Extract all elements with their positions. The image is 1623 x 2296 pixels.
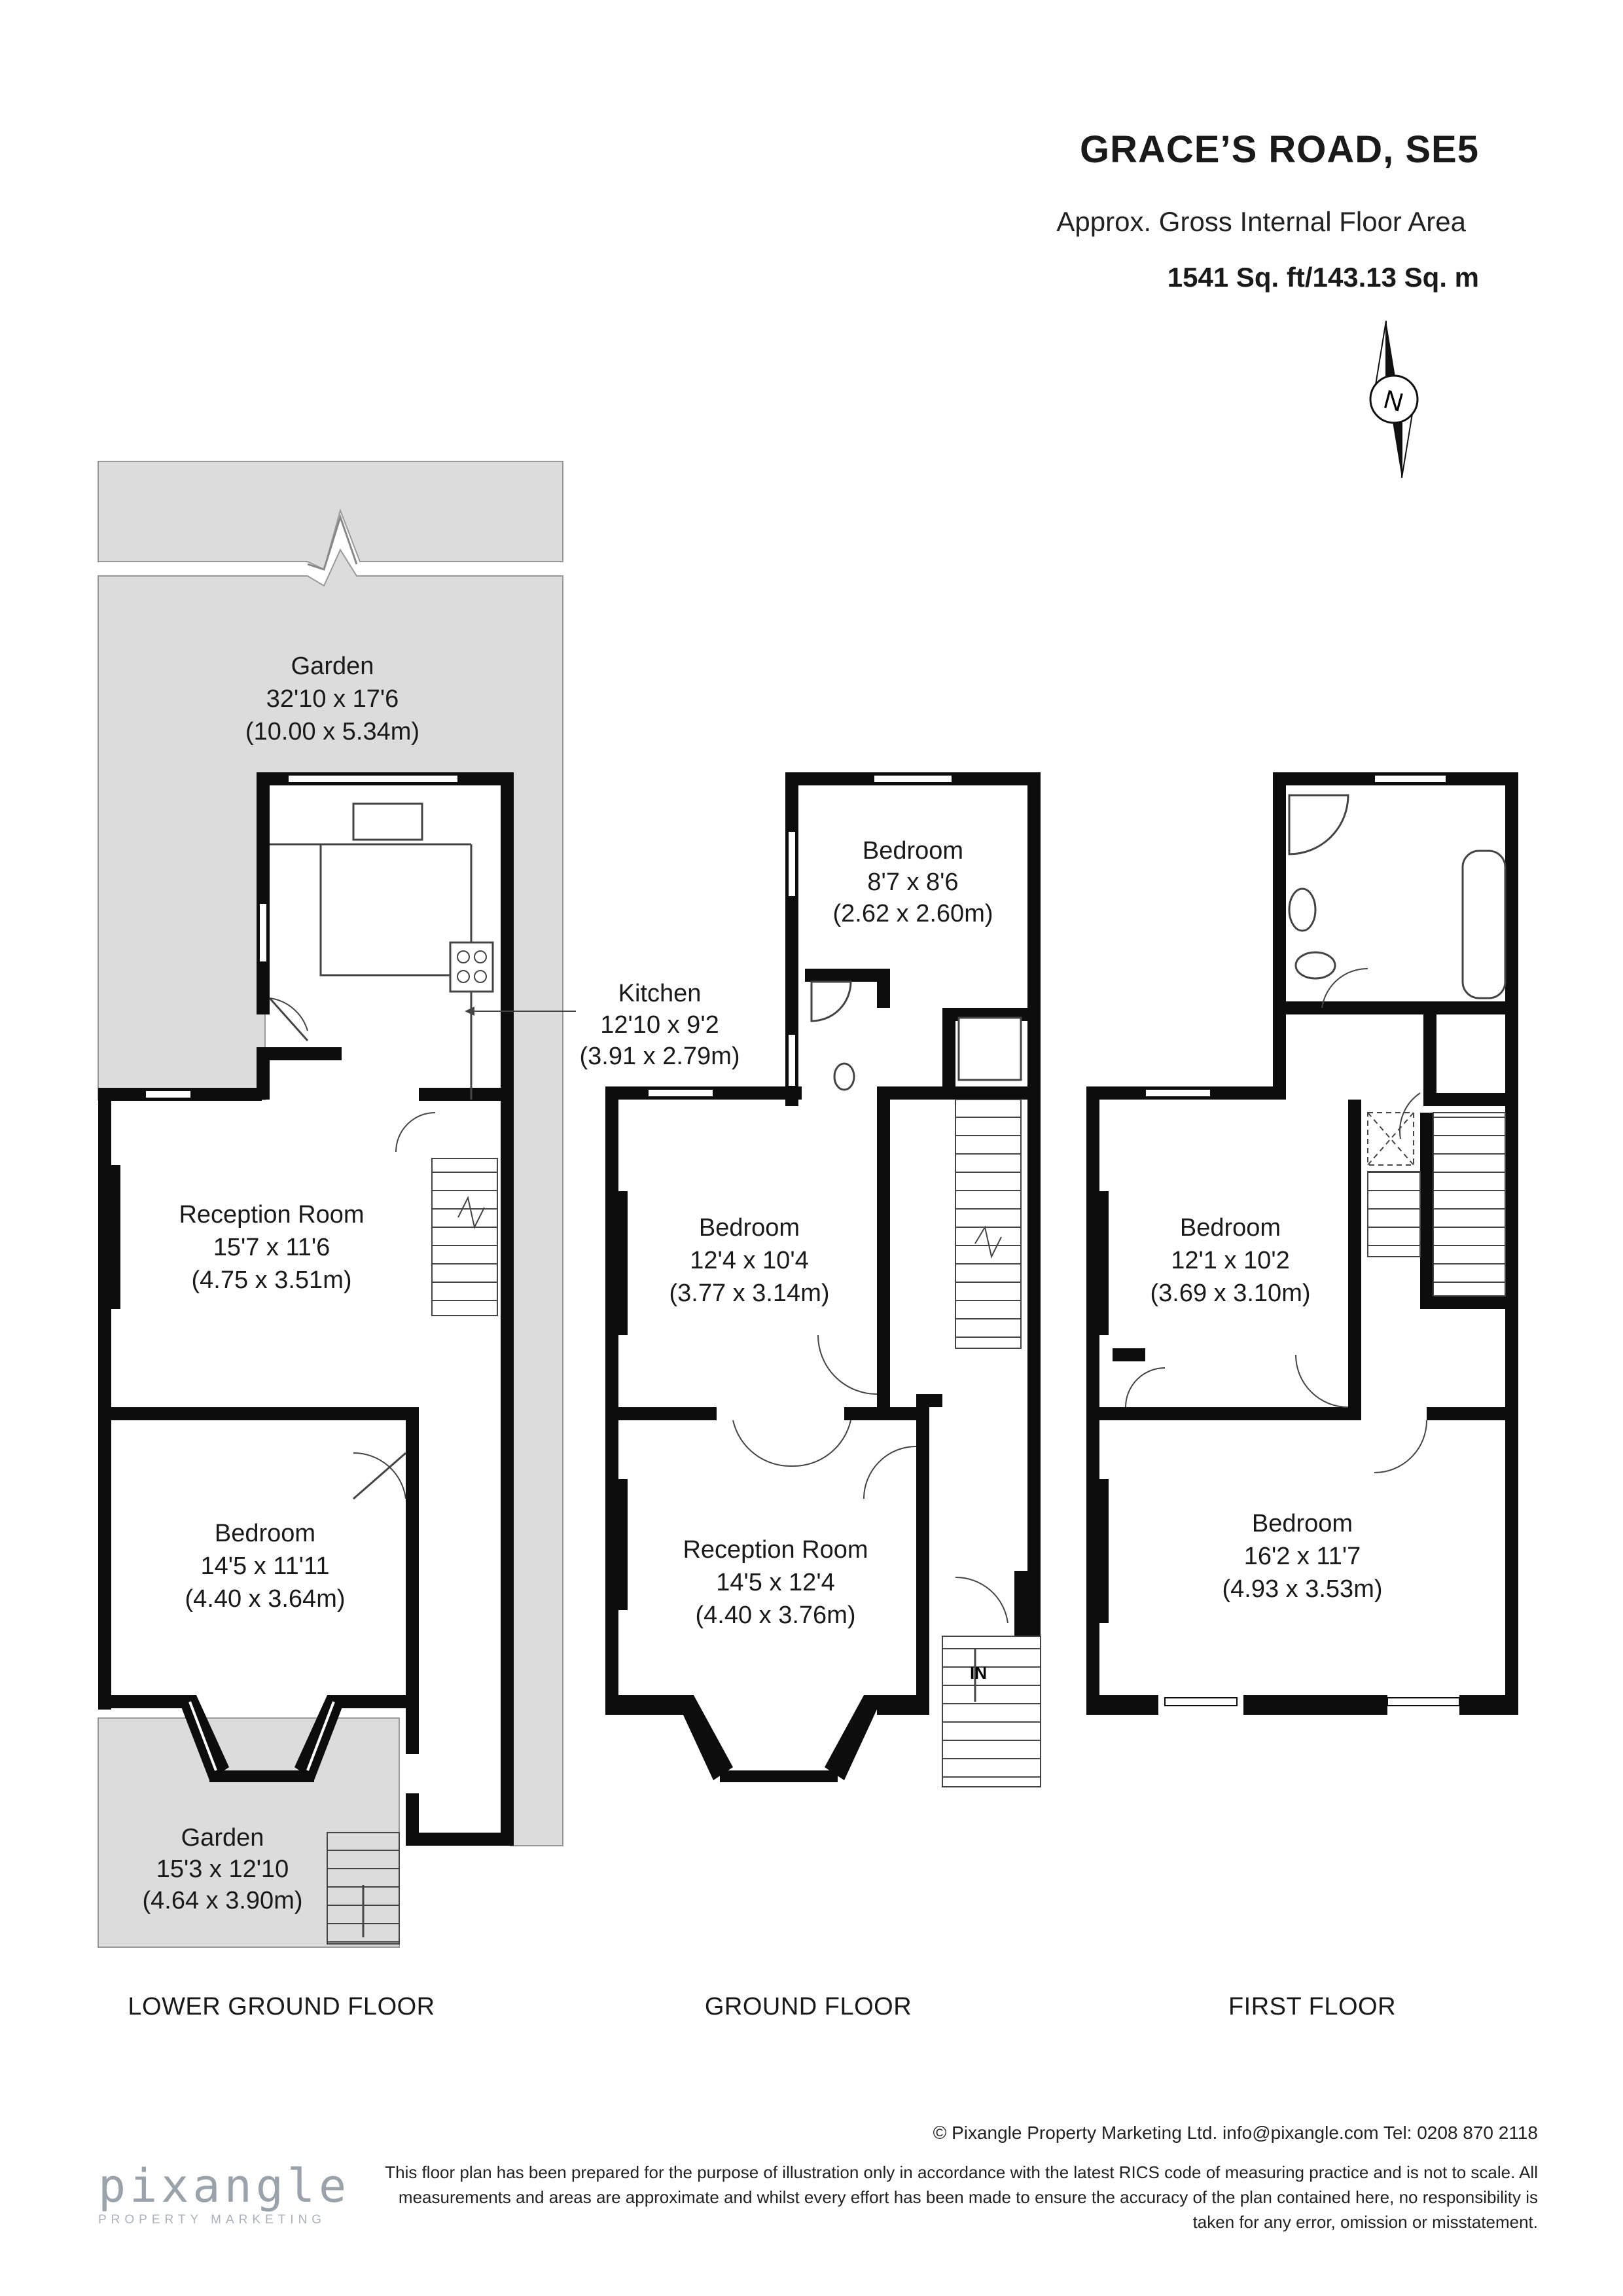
g-reception-metric: (4.40 x 3.76m) bbox=[696, 1602, 856, 1629]
lower-ground-floor-plan bbox=[98, 461, 576, 1948]
floor-area-value: 1541 Sq. ft/143.13 Sq. m bbox=[1167, 262, 1479, 293]
ground-floor-plan: IN bbox=[605, 772, 1041, 1787]
floor-area-caption: Approx. Gross Internal Floor Area bbox=[1056, 206, 1466, 237]
lg-garden-rear-imperial: 32'10 x 17'6 bbox=[266, 685, 399, 713]
lg-reception-metric: (4.75 x 3.51m) bbox=[192, 1266, 352, 1294]
f-bedroom-rear-name: Bedroom bbox=[1180, 1214, 1281, 1242]
entrance-marker: IN bbox=[970, 1663, 987, 1683]
g-bedroom-rear-name: Bedroom bbox=[863, 837, 963, 865]
g-bedroom-mid-metric: (3.77 x 3.14m) bbox=[669, 1280, 830, 1307]
lg-bedroom-imperial: 14'5 x 11'11 bbox=[201, 1552, 330, 1580]
lg-garden-front-name: Garden bbox=[181, 1824, 264, 1852]
lg-reception-imperial: 15'7 x 11'6 bbox=[213, 1234, 330, 1261]
property-title: GRACE’S ROAD, SE5 bbox=[1080, 128, 1479, 171]
lg-garden-rear-name: Garden bbox=[291, 653, 374, 680]
lg-garden-rear-metric: (10.00 x 5.34m) bbox=[245, 718, 419, 745]
ground-floor-label: GROUND FLOOR bbox=[704, 1993, 912, 2020]
f-bedroom-rear-imperial: 12'1 x 10'2 bbox=[1171, 1247, 1289, 1274]
g-bedroom-mid-imperial: 12'4 x 10'4 bbox=[690, 1247, 808, 1274]
lg-reception-name: Reception Room bbox=[179, 1201, 364, 1229]
f-bedroom-front-imperial: 16'2 x 11'7 bbox=[1244, 1543, 1361, 1570]
disclaimer-text: This floor plan has been prepared for th… bbox=[385, 2162, 1538, 2232]
rear-garden-area bbox=[98, 461, 563, 571]
f-bedroom-rear-metric: (3.69 x 3.10m) bbox=[1150, 1280, 1311, 1307]
g-bedroom-rear-metric: (2.62 x 2.60m) bbox=[833, 900, 993, 927]
logo-wordmark: pixangle bbox=[98, 2159, 351, 2213]
north-compass-icon: N bbox=[1369, 320, 1419, 478]
copyright-notice: © Pixangle Property Marketing Ltd. info@… bbox=[933, 2123, 1538, 2143]
lower-ground-floor-label: LOWER GROUND FLOOR bbox=[128, 1993, 435, 2020]
first-floor-label: FIRST FLOOR bbox=[1228, 1993, 1397, 2020]
lg-kitchen-imperial: 12'10 x 9'2 bbox=[600, 1011, 719, 1039]
g-bedroom-mid-name: Bedroom bbox=[699, 1214, 800, 1242]
f-bedroom-front-name: Bedroom bbox=[1252, 1510, 1353, 1537]
pixangle-logo: pixangle PROPERTY MARKETING bbox=[98, 2163, 360, 2227]
g-reception-imperial: 14'5 x 12'4 bbox=[716, 1569, 834, 1596]
lg-kitchen-metric: (3.91 x 2.79m) bbox=[580, 1043, 740, 1070]
lg-bedroom-metric: (4.40 x 3.64m) bbox=[185, 1585, 346, 1613]
first-floor-plan bbox=[1086, 772, 1518, 1715]
f-bedroom-front-metric: (4.93 x 3.53m) bbox=[1222, 1575, 1383, 1603]
logo-tagline: PROPERTY MARKETING bbox=[98, 2213, 327, 2227]
g-reception-name: Reception Room bbox=[683, 1536, 868, 1564]
lg-garden-front-metric: (4.64 x 3.90m) bbox=[143, 1887, 303, 1914]
lg-kitchen-name: Kitchen bbox=[618, 980, 702, 1007]
lg-garden-front-imperial: 15'3 x 12'10 bbox=[156, 1856, 289, 1883]
g-bedroom-rear-imperial: 8'7 x 8'6 bbox=[867, 869, 958, 896]
lg-bedroom-name: Bedroom bbox=[215, 1520, 315, 1547]
